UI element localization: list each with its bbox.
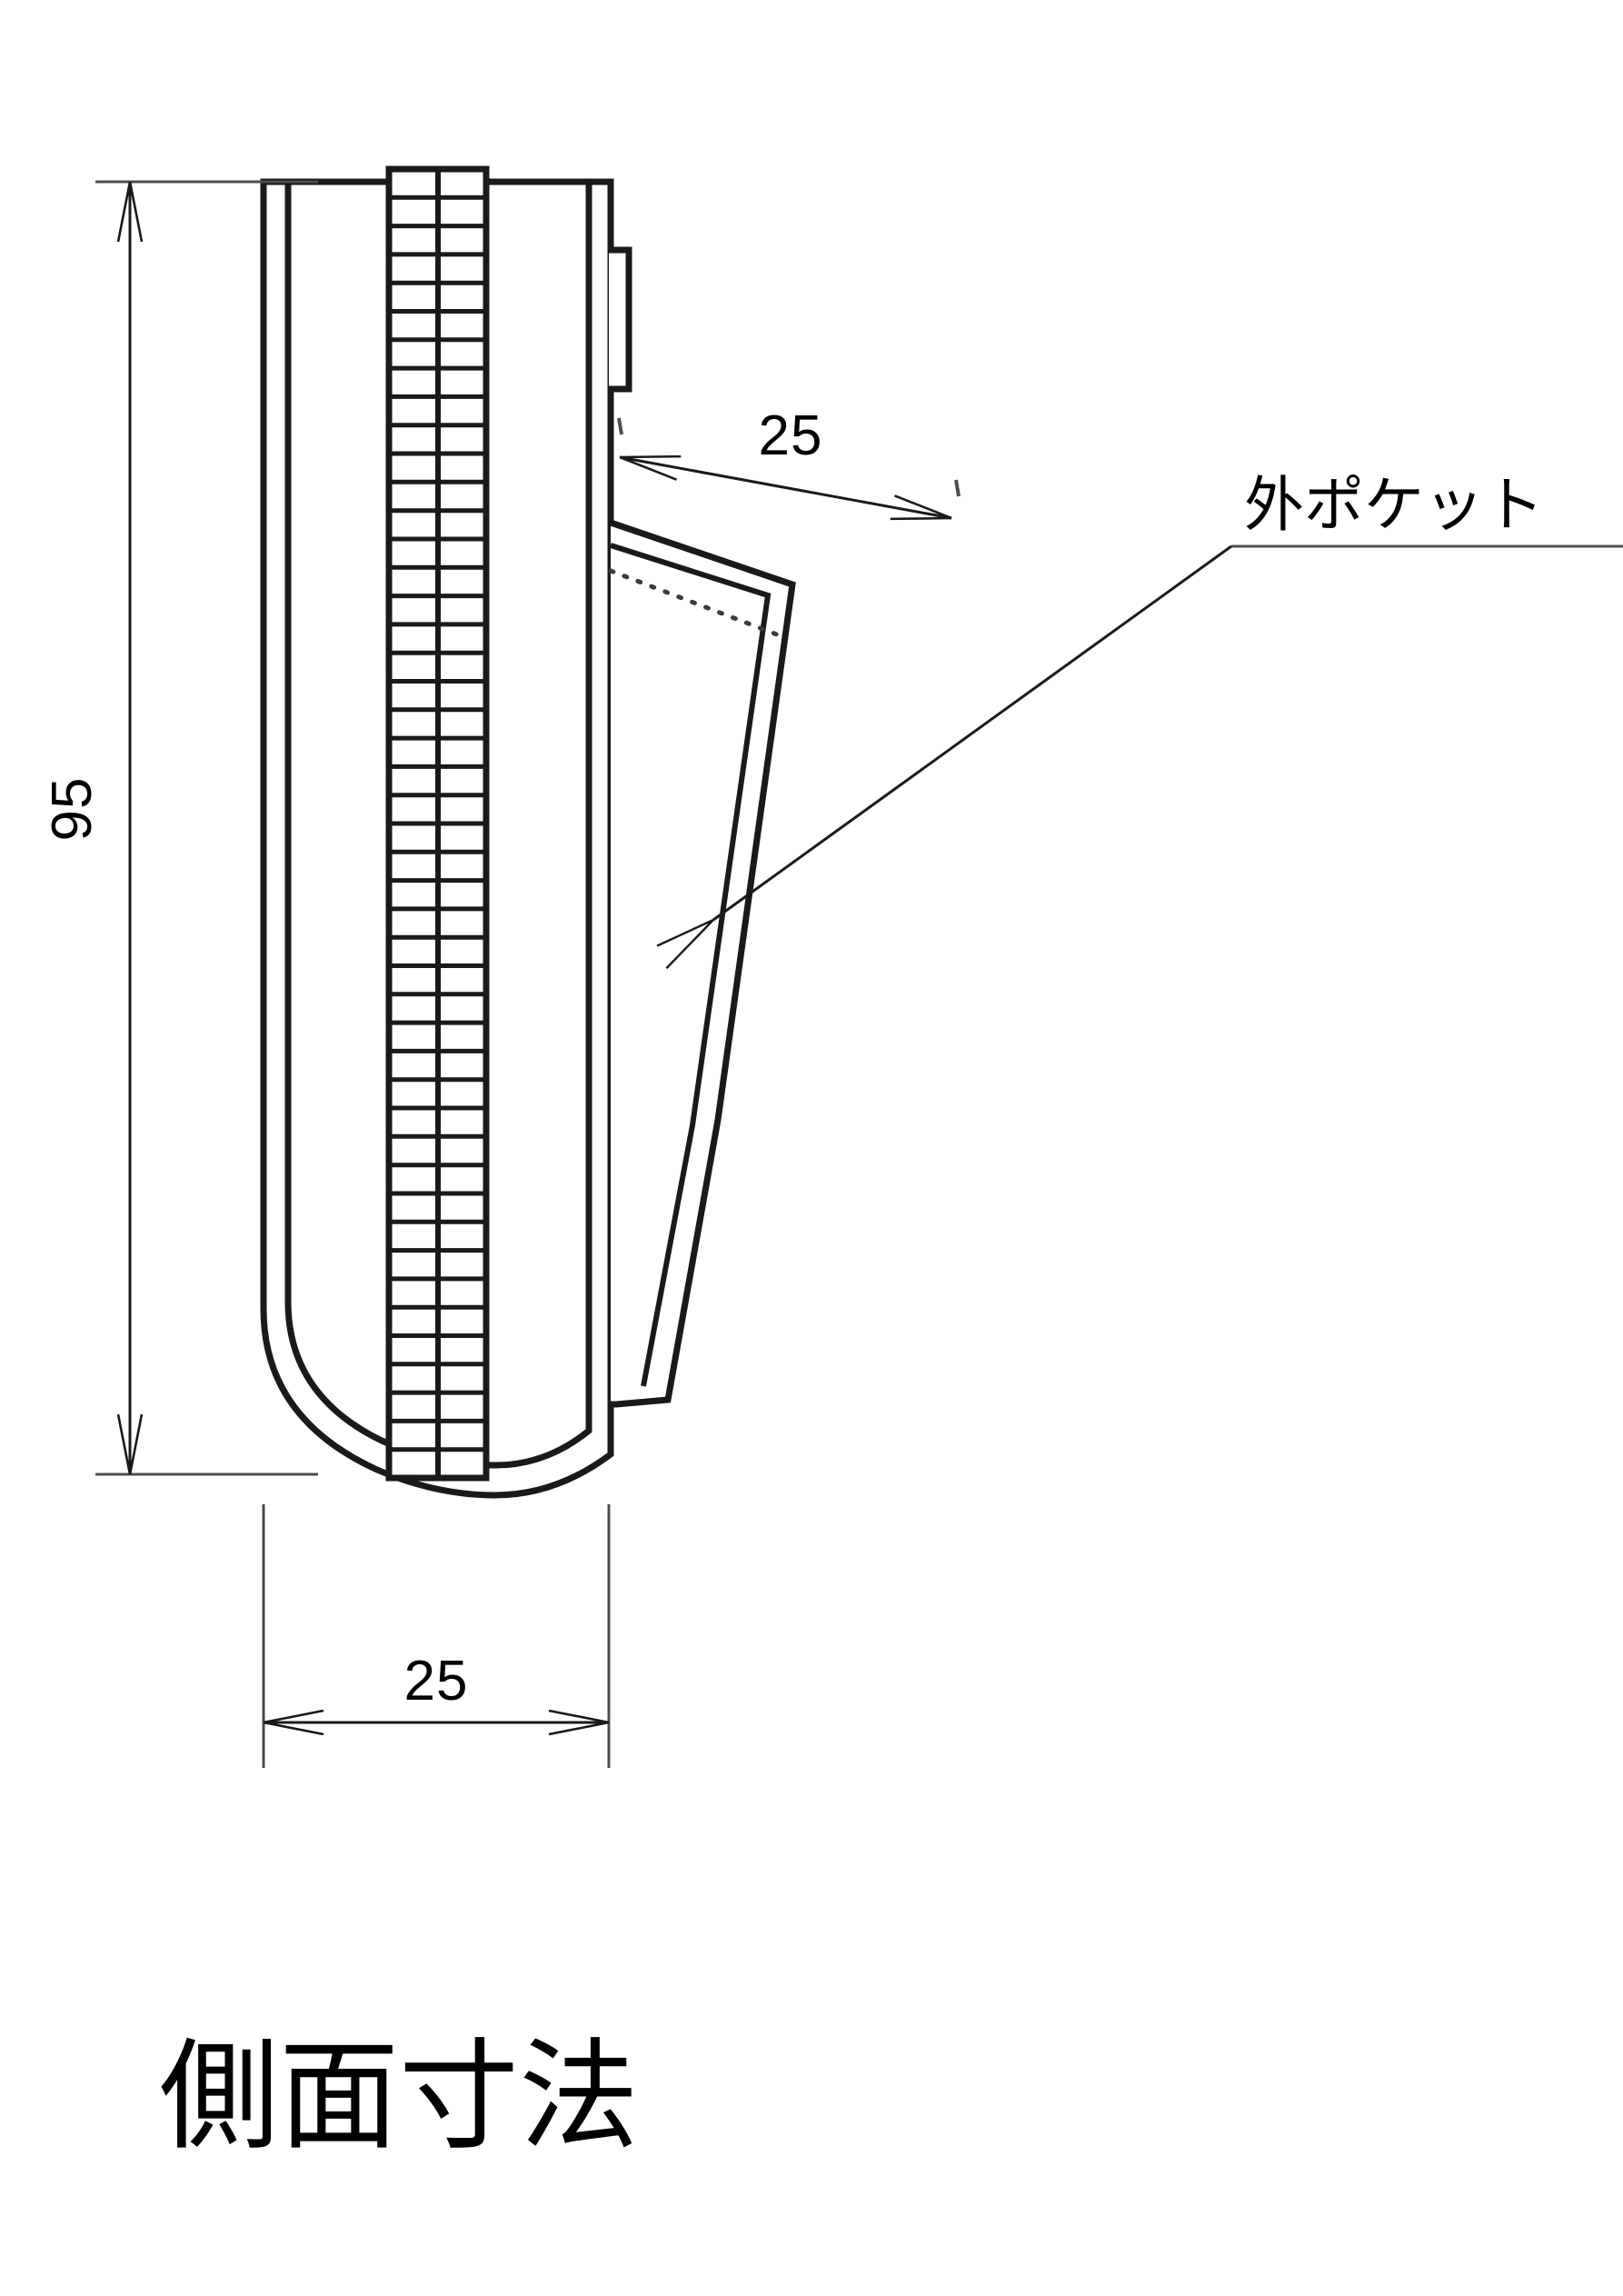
zipper-teeth-group xyxy=(389,195,486,1452)
dim-pocket-25-tick-left xyxy=(617,417,623,435)
dim-pocket-25-tick-right xyxy=(954,479,961,497)
outer-pocket-label: 外ポケット xyxy=(1244,470,1544,540)
side-tab xyxy=(609,246,632,393)
zipper-tape xyxy=(385,165,490,1482)
pocket-flap-outline xyxy=(609,519,796,1408)
dim-25-value: 25 xyxy=(404,1650,469,1712)
pocket-flap-inner-line xyxy=(610,543,772,1387)
outer-pocket-flap xyxy=(608,519,796,1408)
pocket-hidden-fold-line xyxy=(608,568,784,639)
annotation-outer-pocket: 外ポケット xyxy=(656,470,1623,970)
dimension-height-95: 95 xyxy=(41,180,318,1476)
bag-outer-shell xyxy=(260,178,614,1499)
page-title: 側面寸法 xyxy=(159,2027,639,2167)
dimension-pocket-25: 25 xyxy=(617,404,961,521)
dim-pocket-25-value: 25 xyxy=(759,404,823,467)
dimension-depth-25: 25 xyxy=(262,1504,611,1768)
dim-pocket-25-line xyxy=(619,454,952,521)
side-tab-outline xyxy=(609,246,632,393)
outer-pocket-leader-line xyxy=(656,544,1232,970)
dim-95-value: 95 xyxy=(41,777,104,842)
